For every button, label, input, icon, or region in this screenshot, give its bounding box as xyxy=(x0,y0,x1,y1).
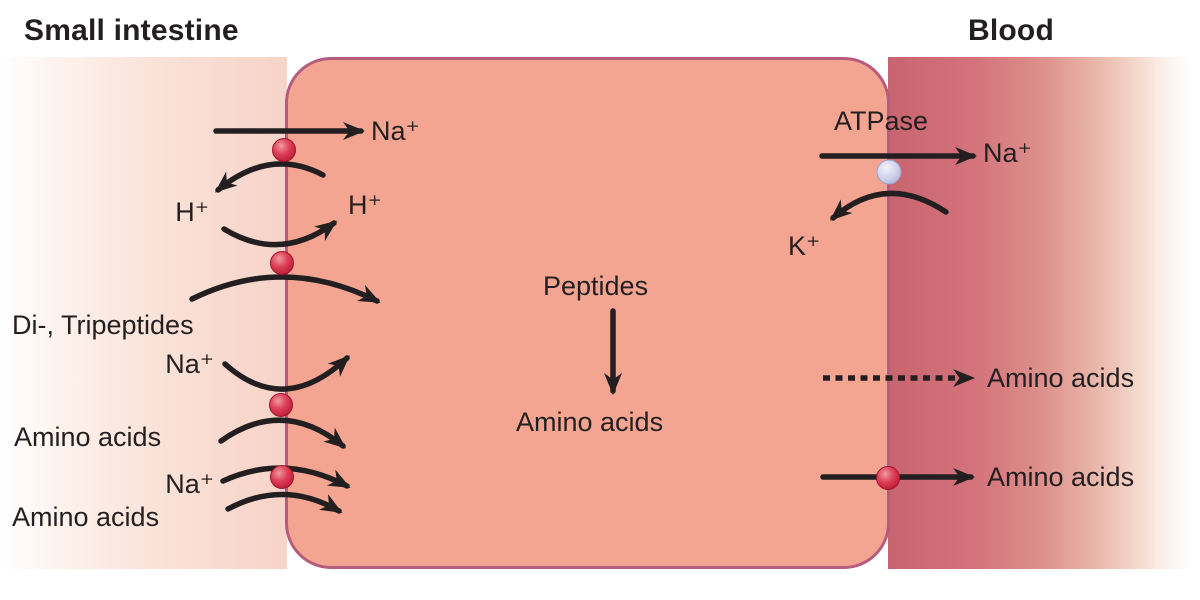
lumen-gradient-band xyxy=(0,57,287,569)
lumen-title: Small intestine xyxy=(24,14,239,47)
h-out-label: H⁺ xyxy=(175,197,209,227)
h-export-arrow xyxy=(214,161,326,193)
na-aa-symport-aa-label: Amino acids xyxy=(12,502,160,532)
k-label: K⁺ xyxy=(788,231,821,261)
na-aa-symporter-dot xyxy=(270,465,294,489)
na-symport-arrow xyxy=(222,355,350,392)
na-symporter-dot xyxy=(269,393,293,417)
na-aa-symport-na-label: Na⁺ xyxy=(165,469,214,499)
atpase-label: ATPase xyxy=(834,106,929,136)
amino-acid-uptake-arrow xyxy=(218,417,347,449)
blood-title: Blood xyxy=(968,14,1054,47)
di-tripeptides-label: Di-, Tripeptides xyxy=(12,310,194,340)
na-top-label: Na⁺ xyxy=(371,116,420,146)
na-channel-dot xyxy=(272,138,296,162)
blood-gradient-band xyxy=(888,57,1200,569)
h-in-label: H⁺ xyxy=(348,190,382,220)
atpase-k-import-arrow xyxy=(829,190,949,221)
aa-carrier-dot xyxy=(876,466,900,490)
na-aa-symport-lower-arrow xyxy=(225,491,343,514)
na-blood-label: Na⁺ xyxy=(983,138,1032,168)
na-k-atpase-pump-dot xyxy=(876,159,902,185)
amino-acids-cell-label: Amino acids xyxy=(516,407,664,437)
di-tripeptide-uptake-arrow xyxy=(189,274,381,304)
amino-acids-diffusion-label: Amino acids xyxy=(987,363,1135,393)
amino-acids-lumen-label: Amino acids xyxy=(14,422,162,452)
amino-acids-carrier-label: Amino acids xyxy=(987,462,1135,492)
h-import-arrow xyxy=(221,220,338,248)
peptides-label: Peptides xyxy=(543,271,649,301)
h-antiporter-dot xyxy=(270,251,294,275)
na-symport-label: Na⁺ xyxy=(165,349,214,379)
enterocyte-cell xyxy=(285,57,890,569)
